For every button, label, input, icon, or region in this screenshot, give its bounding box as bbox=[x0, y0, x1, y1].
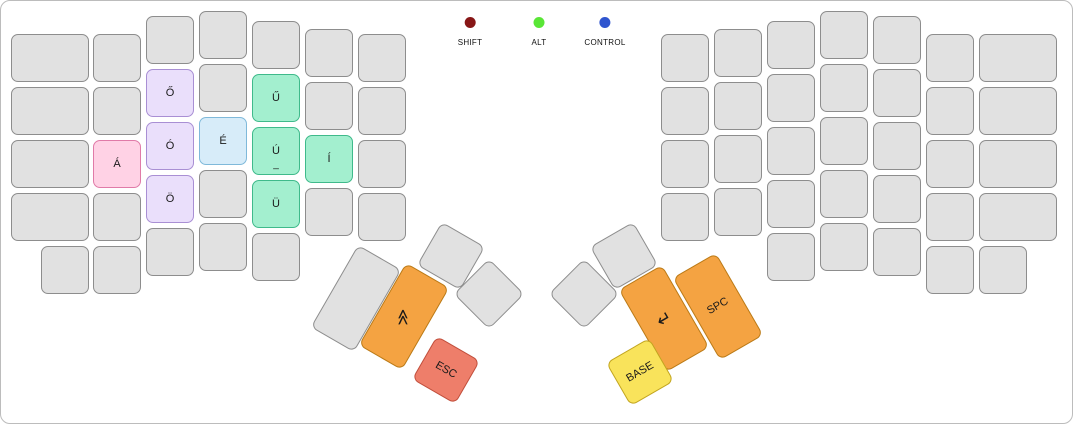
key-label: Ó bbox=[165, 139, 175, 152]
legend-item-control: CONTROL bbox=[584, 17, 625, 47]
legend-label: CONTROL bbox=[584, 38, 626, 47]
key-blank[interactable] bbox=[93, 87, 141, 135]
key-blank[interactable] bbox=[979, 87, 1057, 135]
key-blank[interactable] bbox=[358, 140, 406, 188]
key-blank[interactable] bbox=[873, 228, 921, 276]
key-label: ≫ bbox=[395, 308, 412, 325]
key-blank[interactable] bbox=[767, 74, 815, 122]
key-ö[interactable]: Ö bbox=[146, 175, 194, 223]
key-blank[interactable] bbox=[11, 87, 89, 135]
key-sublabel: _ bbox=[273, 159, 279, 170]
key-blank[interactable] bbox=[199, 223, 247, 271]
key-blank[interactable] bbox=[979, 246, 1027, 294]
key-blank[interactable] bbox=[926, 246, 974, 294]
key-label: SPC bbox=[704, 295, 731, 317]
key-ú[interactable]: Ú_ bbox=[252, 127, 300, 175]
key-é[interactable]: É bbox=[199, 117, 247, 165]
key-blank[interactable] bbox=[714, 135, 762, 183]
key-label: Ő bbox=[165, 86, 175, 99]
key-blank[interactable] bbox=[41, 246, 89, 294]
key-blank[interactable] bbox=[926, 193, 974, 241]
key-blank[interactable] bbox=[358, 34, 406, 82]
key-blank[interactable] bbox=[93, 193, 141, 241]
legend-label: ALT bbox=[531, 38, 547, 47]
legend-item-shift: SHIFT bbox=[458, 17, 483, 47]
key-blank[interactable] bbox=[820, 170, 868, 218]
key-blank[interactable] bbox=[305, 188, 353, 236]
key-á[interactable]: Á bbox=[93, 140, 141, 188]
key-ü[interactable]: Ü bbox=[252, 180, 300, 228]
key-blank[interactable] bbox=[926, 140, 974, 188]
key-label: Í bbox=[327, 152, 331, 165]
key-blank[interactable] bbox=[93, 246, 141, 294]
key-blank[interactable] bbox=[146, 16, 194, 64]
key-blank[interactable] bbox=[358, 193, 406, 241]
key-blank[interactable] bbox=[979, 193, 1057, 241]
key-label: Á bbox=[113, 157, 121, 170]
key-blank[interactable] bbox=[873, 69, 921, 117]
key-blank[interactable] bbox=[767, 127, 815, 175]
control-dot-icon bbox=[599, 17, 611, 28]
key-label: Ü bbox=[272, 197, 280, 210]
legend-label: SHIFT bbox=[457, 38, 483, 47]
key-blank[interactable] bbox=[661, 140, 709, 188]
key-blank[interactable] bbox=[979, 140, 1057, 188]
key-blank[interactable] bbox=[873, 175, 921, 223]
key-í[interactable]: Í bbox=[305, 135, 353, 183]
key-ű[interactable]: Ű bbox=[252, 74, 300, 122]
key-label: ↵ bbox=[652, 306, 676, 331]
key-blank[interactable] bbox=[979, 34, 1057, 82]
key-blank[interactable] bbox=[820, 64, 868, 112]
key-blank[interactable] bbox=[926, 87, 974, 135]
key-blank[interactable] bbox=[358, 87, 406, 135]
key-blank[interactable] bbox=[661, 87, 709, 135]
key-blank[interactable] bbox=[305, 82, 353, 130]
key-label: Ö bbox=[165, 192, 175, 205]
key-blank[interactable] bbox=[199, 170, 247, 218]
key-blank[interactable] bbox=[661, 34, 709, 82]
key-ó[interactable]: Ó bbox=[146, 122, 194, 170]
key-blank[interactable] bbox=[661, 193, 709, 241]
key-blank[interactable] bbox=[305, 29, 353, 77]
shift-dot-icon bbox=[464, 17, 476, 28]
key-label: Ű bbox=[272, 91, 280, 104]
alt-dot-icon bbox=[533, 17, 545, 28]
key-blank[interactable] bbox=[252, 21, 300, 69]
key-esc[interactable]: ESC bbox=[411, 335, 481, 405]
key-ő[interactable]: Ő bbox=[146, 69, 194, 117]
key-blank[interactable] bbox=[252, 233, 300, 281]
key-label: ESC bbox=[433, 358, 460, 381]
key-blank[interactable] bbox=[767, 21, 815, 69]
key-blank[interactable] bbox=[146, 228, 194, 276]
key-blank[interactable] bbox=[93, 34, 141, 82]
legend-item-alt: ALT bbox=[532, 17, 547, 47]
key-blank[interactable] bbox=[926, 34, 974, 82]
key-blank[interactable] bbox=[873, 16, 921, 64]
key-blank[interactable] bbox=[714, 29, 762, 77]
key-blank[interactable] bbox=[199, 64, 247, 112]
key-label: É bbox=[219, 134, 227, 147]
key-blank[interactable] bbox=[714, 188, 762, 236]
key-blank[interactable] bbox=[767, 233, 815, 281]
key-blank[interactable] bbox=[11, 34, 89, 82]
key-blank[interactable] bbox=[767, 180, 815, 228]
key-blank[interactable] bbox=[820, 117, 868, 165]
key-label: Ú bbox=[272, 144, 280, 157]
key-blank[interactable] bbox=[873, 122, 921, 170]
key-blank[interactable] bbox=[199, 11, 247, 59]
key-blank[interactable] bbox=[820, 223, 868, 271]
key-blank[interactable] bbox=[11, 193, 89, 241]
key-blank[interactable] bbox=[820, 11, 868, 59]
key-label: BASE bbox=[624, 359, 656, 385]
key-blank[interactable] bbox=[11, 140, 89, 188]
key-blank[interactable] bbox=[714, 82, 762, 130]
